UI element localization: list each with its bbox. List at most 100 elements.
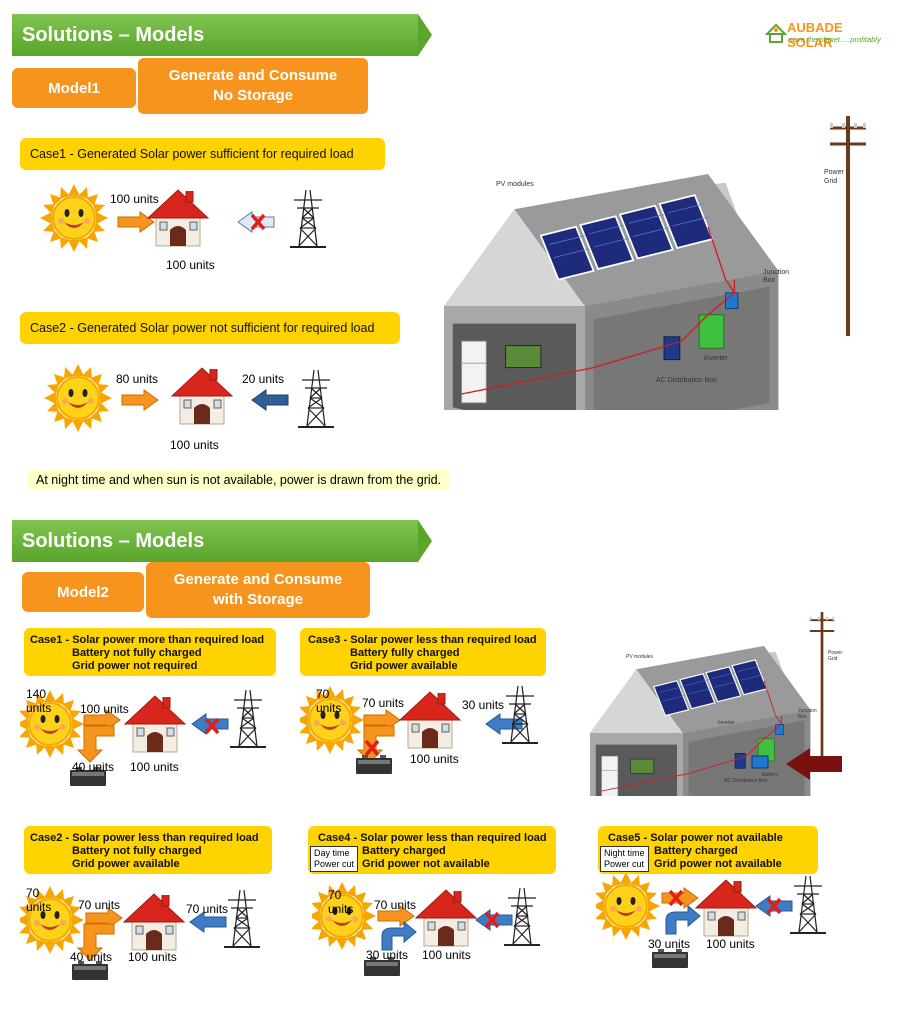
m2-case1-line3: Grid power not required [72, 660, 198, 672]
case1-in-units: 100 units [110, 192, 159, 206]
arrow-up-icon [381, 921, 417, 951]
m2-case5-tag: Night time Power cut [600, 846, 649, 872]
power-tower-icon [789, 875, 827, 934]
arrow-right-icon [117, 211, 155, 233]
svg-text:Grid: Grid [824, 178, 837, 185]
m2-case4-batt: 30 units [366, 948, 409, 962]
m2-case1-house-units: 100 units [130, 760, 179, 774]
model1-description: Generate and Consume No Storage [138, 58, 368, 114]
m2-case3-grid: 30 units [462, 698, 505, 712]
m2-case4-tag: Day time Power cut [310, 846, 359, 872]
sun-icon [43, 363, 113, 433]
case2-title: Case2 - Generated Solar power not suffic… [20, 312, 400, 344]
m2-case3-sun-units: 70 units [316, 687, 342, 715]
power-tower-icon [289, 189, 327, 248]
svg-text:Battery: Battery [762, 772, 778, 778]
case2-house-units: 100 units [170, 438, 219, 452]
section2-banner: Solutions – Models [12, 520, 418, 562]
model2-tab: Model2 [22, 572, 144, 612]
battery-icon [652, 949, 688, 968]
m2-case4-tag-line1: Day time [314, 848, 350, 858]
m2-case1-flow [20, 689, 267, 786]
power-tower-icon [297, 369, 335, 428]
case2-grid-units: 20 units [242, 372, 285, 386]
case1-title: Case1 - Generated Solar power sufficient… [20, 138, 385, 170]
house-icon [171, 365, 233, 425]
case1-house-units: 100 units [166, 258, 215, 272]
m2-case3-house-units: 100 units [410, 752, 459, 766]
svg-text:Grid: Grid [828, 656, 838, 662]
m2-case4-line3: Grid power not available [362, 858, 490, 870]
m2-case2-line1: Case2 - Solar power less than required l… [30, 832, 259, 844]
m2-case3-line2: Battery fully charged [350, 647, 460, 659]
power-tower-icon [501, 685, 539, 744]
svg-text:PV modules: PV modules [496, 181, 534, 188]
case2-solar-units: 80 units [116, 372, 159, 386]
m2-case1-box: Case1 - Solar power more than required l… [24, 628, 276, 676]
logo-brand: AUBADE SOLAR [787, 20, 843, 50]
brand-logo: AUBADE SOLAR save the planet.....profita… [765, 20, 885, 50]
arrow-down-icon [77, 725, 115, 763]
night-note: At night time and when sun is not availa… [28, 470, 450, 490]
house-icon [124, 693, 186, 753]
m2-case2-batt: 40 units [70, 950, 113, 964]
arrow-left-icon [786, 748, 842, 780]
m2-case3-house-in: 70 units [362, 696, 405, 710]
m2-case1-line2: Battery not fully charged [72, 647, 202, 659]
logo-house-icon [765, 23, 787, 43]
svg-text:PV modules: PV modules [626, 654, 653, 660]
m2-case2-house-units: 100 units [128, 950, 177, 964]
house-icon [123, 891, 185, 951]
sun-icon [39, 183, 109, 253]
m2-case1-line1: Case1 - Solar power more than required l… [30, 634, 265, 646]
svg-text:Inverter: Inverter [704, 355, 728, 362]
m2-case5-batt: 30 units [648, 937, 691, 951]
sun-icon [596, 874, 661, 941]
m2-case5-tag-line2: Power cut [604, 859, 645, 869]
svg-text:Junction: Junction [798, 708, 817, 714]
m2-case4-tag-line2: Power cut [314, 859, 355, 869]
m2-case2-line3: Grid power available [72, 858, 180, 870]
svg-text:Inverter: Inverter [718, 720, 735, 726]
m2-case4-box: Case4 - Solar power less than required l… [308, 826, 556, 874]
house-icon [415, 887, 477, 947]
m2-case5-house-units: 100 units [706, 937, 755, 951]
svg-text:AC Distribution Box: AC Distribution Box [724, 778, 768, 784]
m2-case3-line1: Case3 - Solar power less than required l… [308, 634, 537, 646]
m2-case4-line2: Battery charged [362, 845, 446, 857]
m2-case3-line3: Grid power available [350, 660, 458, 672]
logo-tagline: save the planet.....profitably [789, 35, 881, 44]
section1-banner: Solutions – Models [12, 14, 418, 56]
m2-case4-line1: Case4 - Solar power less than required l… [318, 832, 547, 844]
m2-case2-sun-units: 70 units [26, 886, 52, 914]
m2-case2-line2: Battery not fully charged [72, 845, 202, 857]
svg-text:AC Distribution Box: AC Distribution Box [656, 377, 717, 384]
house-icon [695, 877, 757, 937]
house-system-diagram: PV modules Power Grid Junction Box Inver… [443, 114, 868, 410]
house-battery-diagram: PV modules Power Grid Junction Box Inver… [589, 610, 843, 796]
m2-case5-tag-line1: Night time [604, 848, 645, 858]
model1-tab: Model1 [12, 68, 136, 108]
m2-case2-grid: 70 units [186, 902, 229, 916]
m2-case4-house-units: 100 units [422, 948, 471, 962]
m2-case3-box: Case3 - Solar power less than required l… [300, 628, 546, 676]
svg-text:Power: Power [828, 650, 843, 656]
arrow-up-icon [665, 905, 701, 935]
m2-case5-line3: Grid power not available [654, 858, 782, 870]
power-tower-icon [223, 889, 261, 948]
power-pole-icon [808, 610, 836, 763]
m2-case5-flow [596, 874, 827, 968]
model2-description: Generate and Consume with Storage [146, 562, 370, 618]
m2-case1-house-in: 100 units [80, 702, 129, 716]
m2-case2-flow [20, 885, 261, 980]
svg-text:Box: Box [763, 277, 776, 284]
house-icon [399, 689, 461, 749]
m2-case2-house-in: 70 units [78, 898, 121, 912]
m2-case5-line2: Battery charged [654, 845, 738, 857]
arrow-left-icon [251, 389, 289, 411]
svg-text:Box: Box [798, 714, 807, 720]
m2-case5-line1: Case5 - Solar power not available [608, 832, 783, 844]
m2-case2-box: Case2 - Solar power less than required l… [24, 826, 272, 874]
m2-case4-house-in: 70 units [374, 898, 417, 912]
power-pole-icon [828, 114, 868, 338]
